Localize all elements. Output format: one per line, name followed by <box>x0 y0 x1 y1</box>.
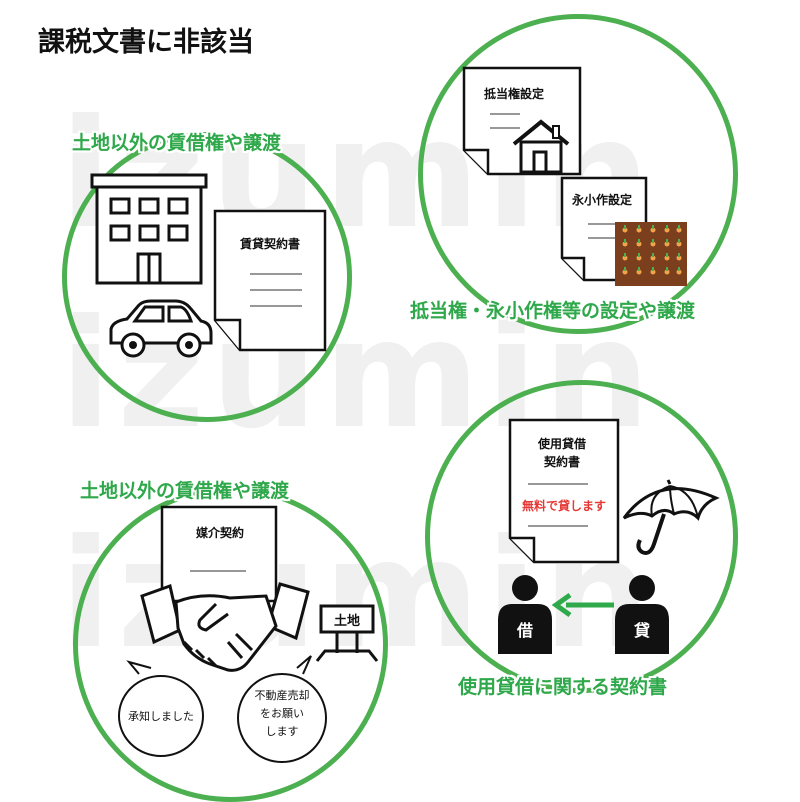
circle-bottom-right <box>425 380 738 693</box>
land-sign-text: 土地 <box>334 613 360 629</box>
label-bottom-left: 土地以外の賃借権や譲渡 <box>80 480 290 502</box>
bubble-right-line1: 不動産売却 <box>255 688 310 702</box>
rental-contract-title: 賃貸契約書 <box>239 236 300 251</box>
label-top-right: 抵当権・永小作権等の設定や譲渡 <box>410 300 696 322</box>
handshake-illustration <box>140 582 310 672</box>
land-signboard: 土地 <box>315 604 379 662</box>
loan-document-title-line1: 使用貸借 <box>537 436 586 451</box>
lender-person-icon: 貸 <box>615 575 669 654</box>
borrower-person-icon: 借 <box>498 575 552 654</box>
rental-contract-document: 賃貸契約書 <box>213 209 327 352</box>
speech-bubble-right: 不動産売却 をお願い します <box>237 655 327 763</box>
mortgage-document-title: 抵当権設定 <box>484 86 544 101</box>
building-illustration <box>90 173 208 285</box>
bubble-left-text: 承知しました <box>128 709 194 723</box>
brokerage-document-title: 媒介契約 <box>196 525 244 540</box>
loan-document-title-line2: 契約書 <box>543 454 580 469</box>
umbrella-icon <box>622 479 720 555</box>
circle-top-right <box>418 14 738 334</box>
bubble-right-line3: します <box>266 725 299 738</box>
green-arrow-icon <box>552 592 614 618</box>
loan-for-use-document: 使用貸借 契約書 無料で貸します <box>508 418 620 564</box>
page-title: 課税文書に非該当 <box>38 27 254 58</box>
car-illustration <box>109 299 213 358</box>
tenancy-document-title: 永小作設定 <box>571 192 632 207</box>
bubble-right-line2: をお願い <box>260 707 304 720</box>
circle-top-left <box>62 132 352 422</box>
label-top-left: 土地以外の賃借権や譲渡 <box>72 132 282 154</box>
lender-label: 貸 <box>633 621 650 640</box>
speech-bubble-left: 承知しました <box>118 660 204 757</box>
borrower-label: 借 <box>516 621 533 640</box>
farm-field-icon <box>615 222 687 286</box>
label-bottom-right: 使用貸借に関する契約書 <box>458 676 668 698</box>
free-lending-text: 無料で貸します <box>522 498 606 513</box>
house-icon <box>512 119 570 174</box>
